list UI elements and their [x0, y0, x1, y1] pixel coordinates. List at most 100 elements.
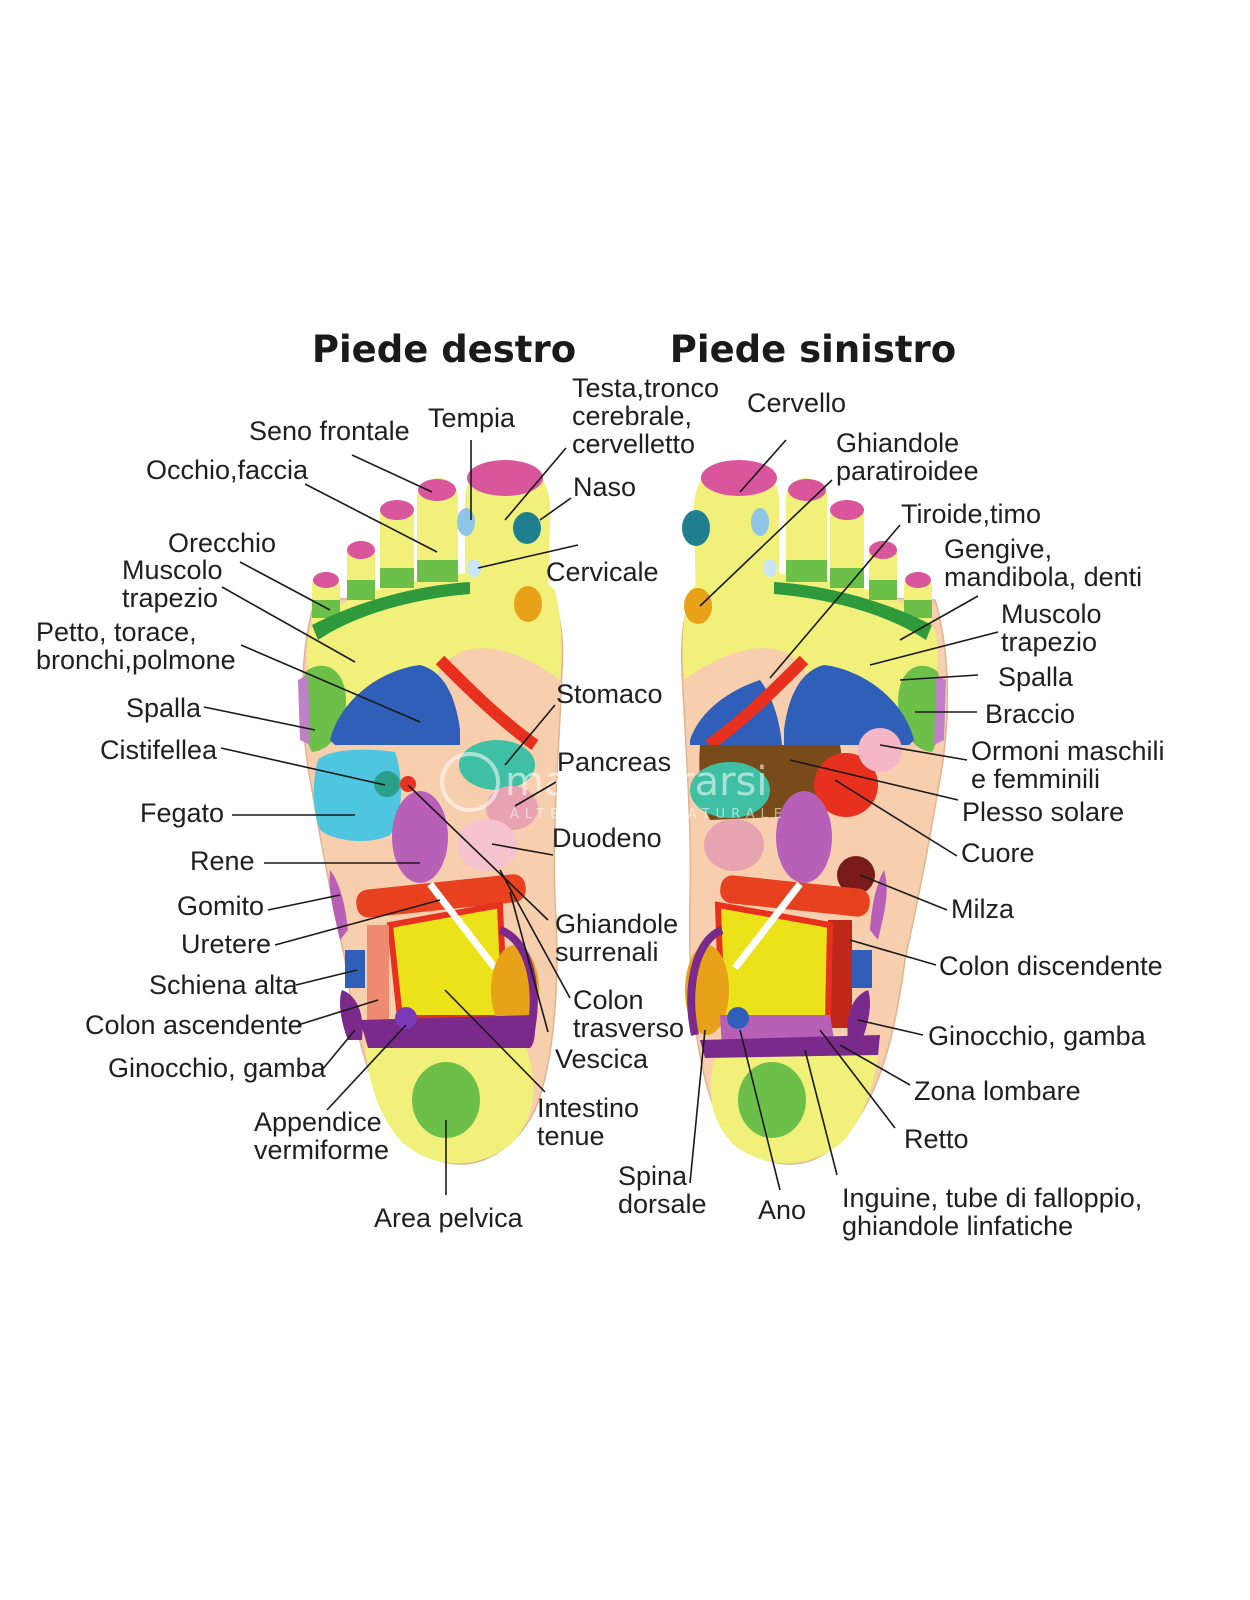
label-line: Appendice	[254, 1107, 382, 1137]
label-schiena-alta: Schiena alta	[149, 970, 299, 1000]
label-line: Gengive,	[944, 534, 1052, 564]
label-retto: Retto	[904, 1124, 969, 1154]
label-cistifellea: Cistifellea	[100, 735, 218, 765]
right-toe-neck-band	[312, 582, 470, 640]
right-gallbladder-spot	[374, 771, 400, 797]
watermark-tagline: ALTERNATIVA NATURALE	[510, 807, 788, 822]
label-plesso: Plesso solare	[962, 797, 1124, 827]
right-shoulder-edge	[298, 675, 310, 745]
label-line: Intestino	[537, 1093, 639, 1123]
label-line: trapezio	[1001, 627, 1097, 657]
label-area-pelvica: Area pelvica	[374, 1203, 524, 1233]
left-toe-neck-band	[774, 582, 932, 640]
right-temple-spot	[457, 508, 475, 536]
right-orange-spot	[514, 586, 542, 622]
right-toe-base-4	[347, 580, 375, 600]
left-toe-base-5	[904, 600, 932, 618]
left-toe-base-2	[786, 560, 827, 582]
left-toe-3-tip	[830, 500, 864, 520]
label-line: Testa,tronco	[572, 373, 719, 403]
right-appendix-spot	[395, 1007, 417, 1029]
label-fegato: Fegato	[140, 798, 224, 828]
right-lumbar-band	[360, 1015, 536, 1048]
label-line: Area pelvica	[374, 1203, 524, 1233]
label-orecchio: Orecchio	[168, 528, 276, 558]
label-line: Cistifellea	[100, 735, 218, 765]
right-lung-zone	[330, 665, 460, 745]
right-pelvic-zone	[412, 1062, 480, 1138]
label-line: Cuore	[961, 838, 1035, 868]
left-big-toe	[693, 461, 779, 600]
label-line: Tempia	[428, 403, 516, 433]
right-side-strip	[329, 870, 348, 940]
right-big-toe-tip	[467, 460, 543, 496]
left-brain-spot	[682, 510, 710, 546]
label-line: Ghiandole	[836, 428, 959, 458]
label-line: Ormoni maschili	[971, 736, 1165, 766]
left-temple-spot	[751, 508, 769, 536]
right-cervical-spot	[467, 559, 481, 577]
label-line: Cervello	[747, 388, 846, 418]
label-uretere: Uretere	[181, 929, 271, 959]
label-ginocchio-r: Ginocchio, gamba	[108, 1053, 327, 1083]
label-line: Uretere	[181, 929, 271, 959]
label-braccio: Braccio	[985, 699, 1075, 729]
right-kidney-zone	[392, 791, 448, 883]
label-line: Vescica	[555, 1044, 649, 1074]
label-line: Petto, torace,	[36, 617, 197, 647]
right-ascending-colon	[367, 925, 389, 1020]
label-line: Cervicale	[546, 557, 659, 587]
label-line: Colon ascendente	[85, 1010, 303, 1040]
left-cervical-spot	[763, 559, 777, 577]
left-ureter	[732, 881, 803, 971]
label-line: paratiroidee	[836, 456, 979, 486]
left-pelvic-zone	[738, 1062, 806, 1138]
label-inguine: Inguine, tube di falloppio,ghiandole lin…	[842, 1183, 1142, 1241]
left-hormones-spot	[858, 728, 902, 772]
right-knee-zone	[340, 990, 363, 1040]
label-line: tenue	[537, 1121, 605, 1151]
label-line: Stomaco	[556, 679, 663, 709]
label-line: Gomito	[177, 891, 264, 921]
leader-lines	[203, 439, 999, 1195]
label-line: Fegato	[140, 798, 224, 828]
left-knee-zone	[847, 990, 870, 1040]
label-pancreas: Pancreas	[557, 747, 671, 777]
left-anus-spot	[727, 1007, 749, 1029]
label-gengive: Gengive,mandibola, denti	[944, 534, 1142, 592]
title-left-foot: Piede sinistro	[670, 328, 956, 371]
left-arm-edge	[934, 675, 946, 745]
label-line: cerebrale,	[572, 401, 692, 431]
right-toe-5-tip	[313, 572, 339, 588]
label-spalla-l: Spalla	[998, 662, 1074, 692]
watermark: macrolibrarsi ALTERNATIVA NATURALE	[440, 752, 788, 822]
label-line: Tiroide,timo	[901, 499, 1041, 529]
left-diaphragm	[705, 655, 809, 750]
label-line: Ano	[758, 1195, 806, 1225]
label-line: e femminili	[971, 764, 1100, 794]
right-duodenum-zone	[457, 819, 517, 871]
label-line: trasverso	[573, 1013, 684, 1043]
label-line: Braccio	[985, 699, 1075, 729]
left-toe-5-tip	[905, 572, 931, 588]
left-toe-base-3	[830, 568, 864, 588]
label-ano: Ano	[758, 1195, 806, 1225]
watermark-brand: macrolibrarsi	[505, 759, 767, 805]
label-cervello: Cervello	[747, 388, 846, 418]
label-gomito: Gomito	[177, 891, 264, 921]
label-tempia: Tempia	[428, 403, 516, 433]
label-milza: Milza	[951, 894, 1015, 924]
label-naso: Naso	[573, 472, 636, 502]
label-line: Ginocchio, gamba	[108, 1053, 327, 1083]
right-ureter	[427, 881, 498, 971]
label-occhio: Occhio,faccia	[146, 455, 309, 485]
label-colon-ascendente: Colon ascendente	[85, 1010, 303, 1040]
watermark-logo-icon	[440, 752, 500, 812]
left-toe-2-tip	[788, 479, 826, 501]
label-cervicale: Cervicale	[546, 557, 659, 587]
label-line: Spalla	[998, 662, 1074, 692]
right-diaphragm	[435, 655, 539, 750]
